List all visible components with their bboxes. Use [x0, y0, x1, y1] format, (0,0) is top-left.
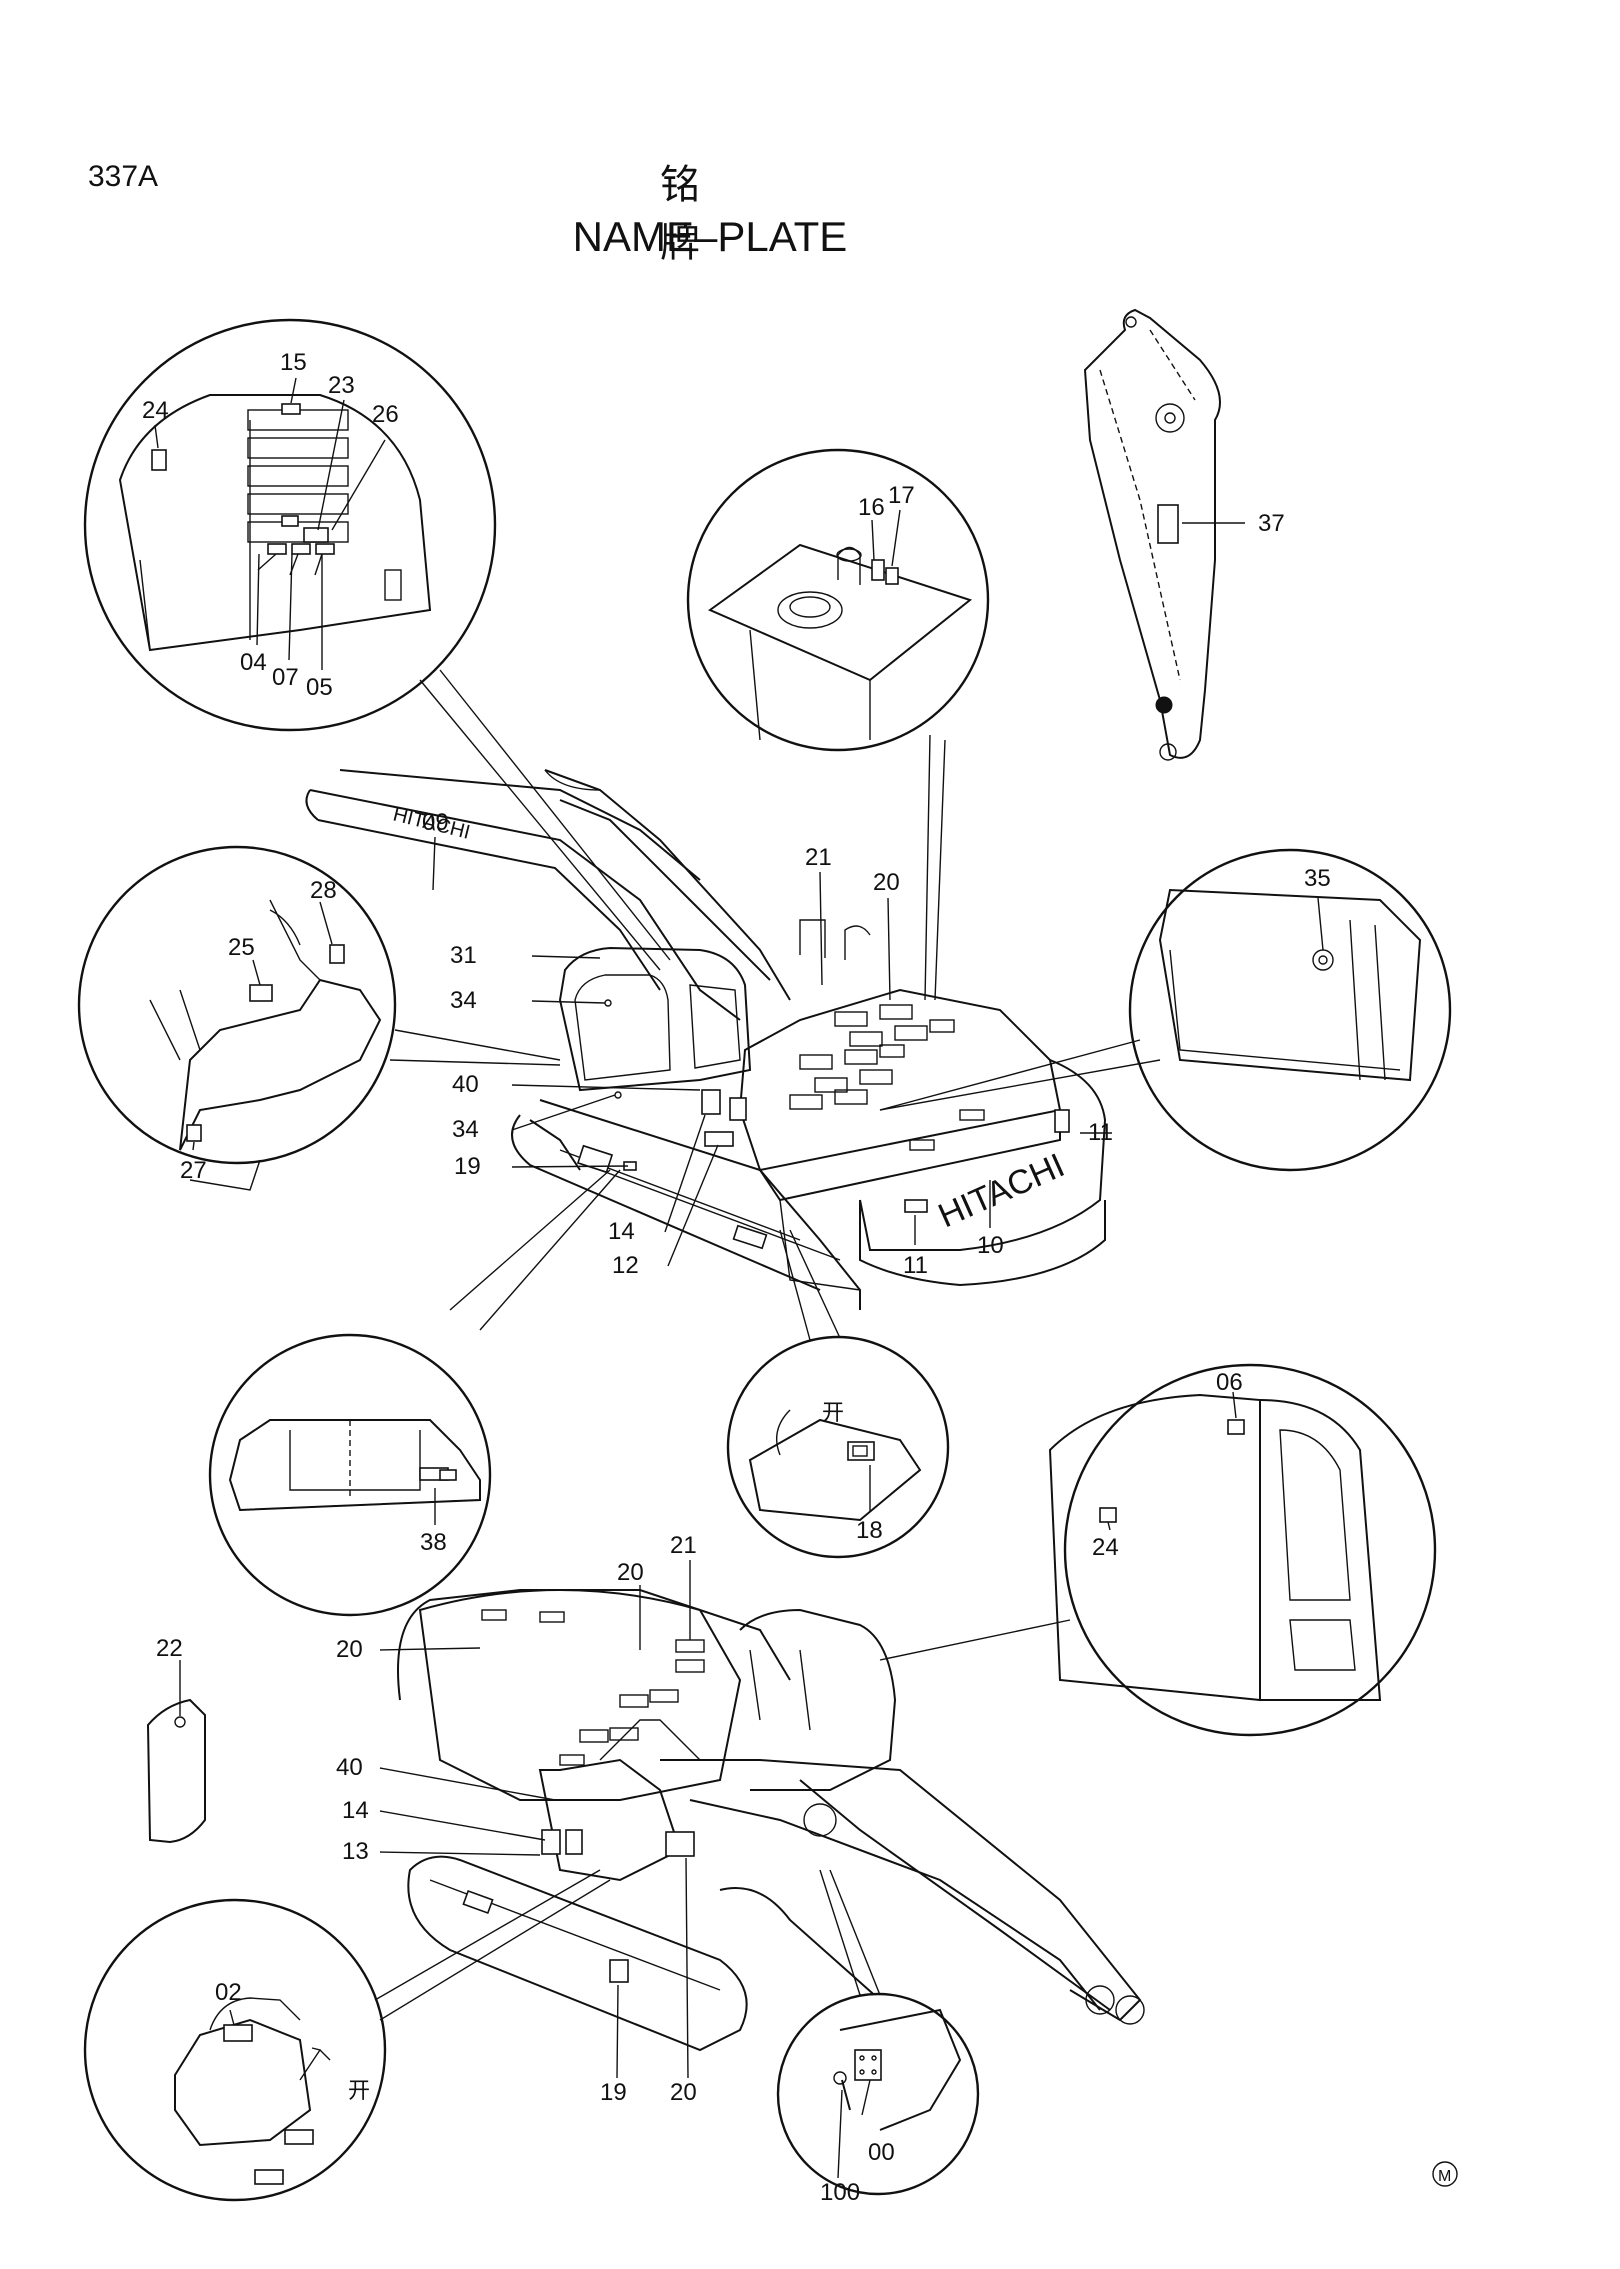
callout-07: 07 [272, 664, 299, 691]
callout-100: 100 [820, 2179, 860, 2206]
detail-bubble-toolbox [208, 1333, 492, 1617]
callout-40-upper: 40 [452, 1071, 479, 1098]
callout-24-g: 24 [1092, 1534, 1119, 1561]
callout-20-mid: 20 [617, 1559, 644, 1586]
callout-20-left: 20 [336, 1636, 363, 1663]
callout-35: 35 [1304, 865, 1331, 892]
callout-15: 15 [280, 349, 307, 376]
callout-37: 37 [1258, 510, 1285, 537]
callout-11-right: 11 [1088, 1119, 1113, 1146]
callout-26: 26 [372, 401, 399, 428]
tag-22 [146, 1660, 206, 1844]
arm-view [1083, 308, 1245, 761]
open-label-door: 开 [348, 2079, 370, 2104]
callout-16: 16 [858, 494, 885, 521]
detail-bubble-serial-plate [776, 1992, 980, 2196]
callout-34-upper: 34 [450, 987, 477, 1014]
callout-14-upper: 14 [608, 1218, 635, 1245]
excavator-upper-view [305, 769, 1107, 1310]
callout-34-lower: 34 [452, 1116, 479, 1143]
detail-bubble-radiator [1128, 848, 1452, 1172]
callout-12: 12 [612, 1252, 639, 1279]
callout-38: 38 [420, 1529, 447, 1556]
callout-21-upper: 21 [805, 844, 832, 871]
callout-31: 31 [450, 942, 477, 969]
title-english: NAME–PLATE [572, 213, 848, 260]
title-chinese: 铭 牌 [660, 162, 760, 266]
callout-17: 17 [888, 482, 915, 509]
detail-bubble-cab-controls [83, 318, 497, 732]
counterweight-brand-text: HITACHI [933, 1146, 1070, 1235]
callout-40-lower: 40 [336, 1754, 363, 1781]
leader-lines [154, 377, 1324, 2116]
open-label-hatch: 开 [822, 1401, 844, 1426]
callout-09: 09 [422, 809, 449, 836]
excavator-lower-view [397, 1589, 1145, 2052]
callout-28: 28 [310, 877, 337, 904]
callout-11-bottom: 11 [903, 1252, 928, 1279]
callout-22: 22 [156, 1635, 183, 1662]
footer-mark-circle [1432, 2161, 1458, 2187]
callout-25: 25 [228, 934, 255, 961]
detail-bubble-fuel-tank [686, 448, 990, 752]
callout-18: 18 [856, 1517, 883, 1544]
callout-13: 13 [342, 1838, 369, 1865]
callout-10: 10 [977, 1232, 1004, 1259]
callout-19-upper: 19 [454, 1153, 481, 1180]
detail-bubble-hatch [726, 1335, 950, 1559]
page-number: 337A [88, 160, 159, 193]
callout-04: 04 [240, 649, 267, 676]
callout-27: 27 [180, 1157, 207, 1184]
callout-02: 02 [215, 1979, 242, 2006]
callout-19-lower: 19 [600, 2079, 627, 2106]
callout-05: 05 [306, 674, 333, 701]
callout-24-a: 24 [142, 397, 169, 424]
callout-20-upper: 20 [873, 869, 900, 896]
callout-06: 06 [1216, 1369, 1243, 1396]
callout-21-lower: 21 [670, 1532, 697, 1559]
callout-14-lower: 14 [342, 1797, 369, 1824]
callout-23: 23 [328, 372, 355, 399]
detail-bubble-access-door [83, 1898, 387, 2202]
callout-20-lower: 20 [670, 2079, 697, 2106]
footer-mark: M [1438, 2168, 1451, 2185]
callout-00: 00 [868, 2139, 895, 2166]
detail-bubble-seat [77, 845, 397, 1191]
